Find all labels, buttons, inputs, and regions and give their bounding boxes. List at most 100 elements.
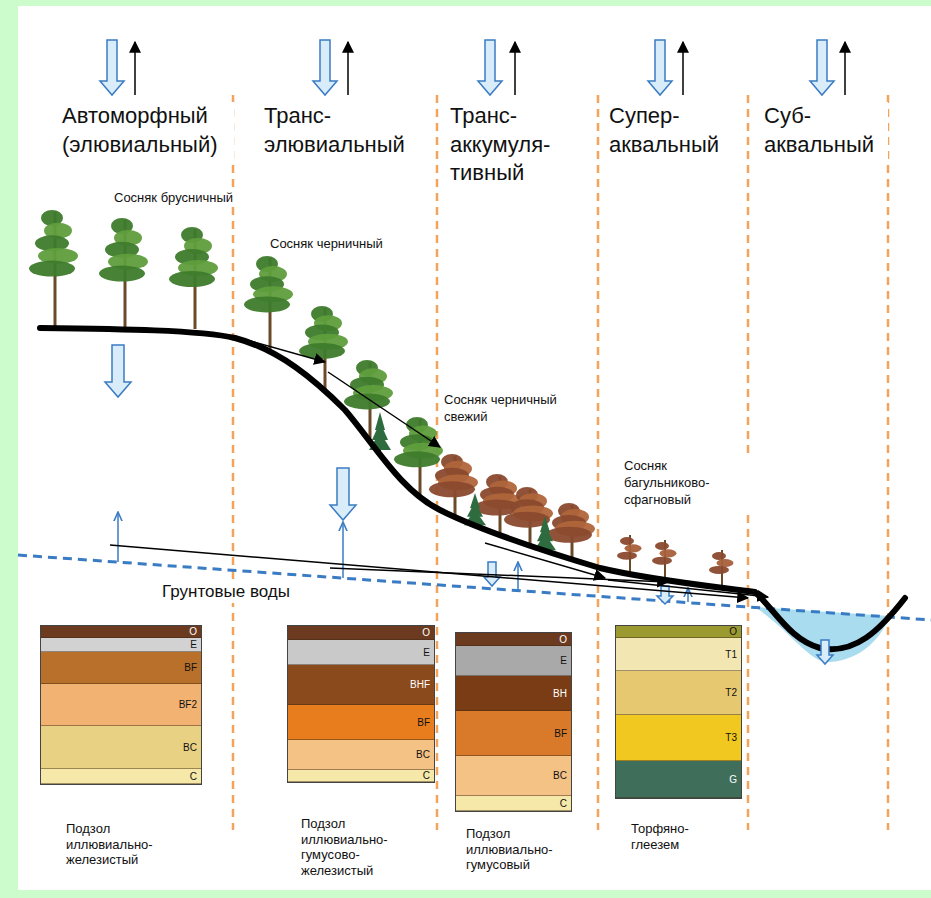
tree-crown [99, 266, 145, 282]
evaporation-arrow [347, 42, 349, 95]
runoff-arrow [328, 372, 440, 447]
horizon-code: E [456, 646, 571, 666]
runoff-arrow [485, 543, 605, 578]
soil-horizon: E [41, 638, 201, 652]
tree-crown [625, 544, 642, 552]
horizon-code: T2 [616, 671, 741, 698]
vegetation-label: Сосняк черничный свежий [442, 392, 596, 426]
soil-profile: OEBHBFBCCПодзол иллювиально-гумусовый [455, 632, 572, 812]
trees [29, 210, 734, 588]
soil-horizon: O [288, 626, 434, 640]
water-down-arrow [648, 40, 672, 95]
tree-crown [429, 481, 475, 497]
horizon-code: C [41, 769, 201, 782]
tree-crown [717, 559, 734, 567]
evaporation-arrow [134, 42, 136, 95]
soil-name: Подзол иллювиально-гумусовый [466, 826, 576, 873]
horizon-code: BF [41, 652, 201, 673]
soil-horizon: BF [456, 711, 571, 756]
tree-crown [546, 527, 592, 543]
tree-crown [344, 393, 390, 409]
pine-tree [29, 210, 78, 327]
soil-name: Подзол иллювиально-железистый [66, 821, 176, 868]
soil-horizon: E [288, 640, 434, 665]
groundwater-label: Грунтовые воды [160, 581, 292, 603]
soil-horizon: C [41, 769, 201, 784]
tree-crown [655, 542, 669, 550]
soil-horizon: O [456, 633, 571, 646]
tree-crown [620, 537, 634, 545]
evaporation-arrow [682, 42, 684, 95]
soil-horizon: T2 [616, 671, 741, 715]
soil-name: Торфяно-глеезем [631, 821, 711, 852]
soil-profile: OEBHFBFBCCПодзол иллювиально-гумусово-же… [287, 625, 435, 783]
horizon-code: E [288, 640, 434, 658]
tree-crown [244, 296, 290, 312]
soil-horizon: T1 [616, 638, 741, 671]
subsurface-flow-arrow [330, 568, 668, 582]
pine-tree [169, 227, 218, 329]
tree-crown [709, 566, 729, 574]
soil-horizon: O [616, 626, 741, 638]
zone-heading: Супер- аквальный [607, 102, 741, 159]
tree-crown [29, 261, 75, 277]
tree-crown [394, 451, 440, 467]
water-down-arrow [330, 468, 356, 520]
horizon-code: BHF [288, 665, 434, 690]
pine-tree [709, 550, 734, 588]
vegetation-label: Сосняк черничный [268, 236, 385, 253]
soil-horizon: BHF [288, 665, 434, 705]
horizon-code: O [616, 626, 741, 637]
tree-crown [652, 557, 672, 565]
soil-horizon: T3 [616, 715, 741, 761]
horizon-code: BC [288, 740, 434, 760]
capillary-arrow [117, 512, 119, 562]
horizon-code: BC [456, 756, 571, 781]
soil-horizon: C [288, 770, 434, 782]
white-ground [18, 6, 931, 890]
horizon-code: C [288, 770, 434, 781]
horizon-code: G [616, 761, 741, 785]
evaporation-arrow [514, 42, 516, 95]
soil-horizon: BC [41, 726, 201, 769]
zone-heading: Автоморфный (элювиальный) [60, 102, 234, 159]
soil-horizon: BF2 [41, 684, 201, 726]
terrain-surface [40, 328, 905, 649]
horizon-code: C [456, 796, 571, 809]
evaporation-arrow [844, 42, 846, 95]
horizon-code: E [41, 638, 201, 650]
soil-profile: OT1T2T3GТорфяно-глеезем [615, 625, 742, 799]
water-down-arrow [810, 40, 834, 95]
zone-divider [887, 95, 890, 830]
capillary-arrow [687, 588, 689, 602]
water-down-arrow [657, 586, 673, 604]
zone-dividers [233, 95, 888, 830]
vegetation-label: Сосняк брусничный [112, 190, 235, 207]
zone-heading: Транс- элювиальный [262, 102, 416, 159]
soil-horizon: BH [456, 676, 571, 711]
soil-profile: OEBFBF2BCCПодзол иллювиально-железистый [40, 625, 202, 785]
water-down-arrow [313, 40, 337, 95]
soil-horizon: G [616, 761, 741, 798]
horizon-code: BH [456, 676, 571, 699]
soil-horizon: O [41, 626, 201, 638]
capillary-arrow [342, 522, 344, 578]
horizon-code: BC [41, 726, 201, 753]
zone-heading: Транс- аккумуля- тивный [448, 102, 580, 188]
horizon-code: T3 [616, 715, 741, 743]
pine-tree [652, 540, 677, 580]
soil-name: Подзол иллювиально-гумусово-железистый [301, 816, 411, 878]
zone-divider [597, 95, 600, 830]
horizon-code: BF2 [41, 684, 201, 710]
pine-tree [299, 306, 348, 392]
soil-horizon: BC [288, 740, 434, 770]
soil-horizon: BC [456, 756, 571, 796]
horizon-code: T1 [616, 638, 741, 660]
groundwater-line [18, 555, 931, 620]
horizon-code: O [41, 626, 201, 637]
water-down-arrow [817, 640, 833, 664]
horizon-code: O [288, 626, 434, 638]
pine-tree [617, 535, 642, 575]
tree-crown [660, 549, 677, 557]
